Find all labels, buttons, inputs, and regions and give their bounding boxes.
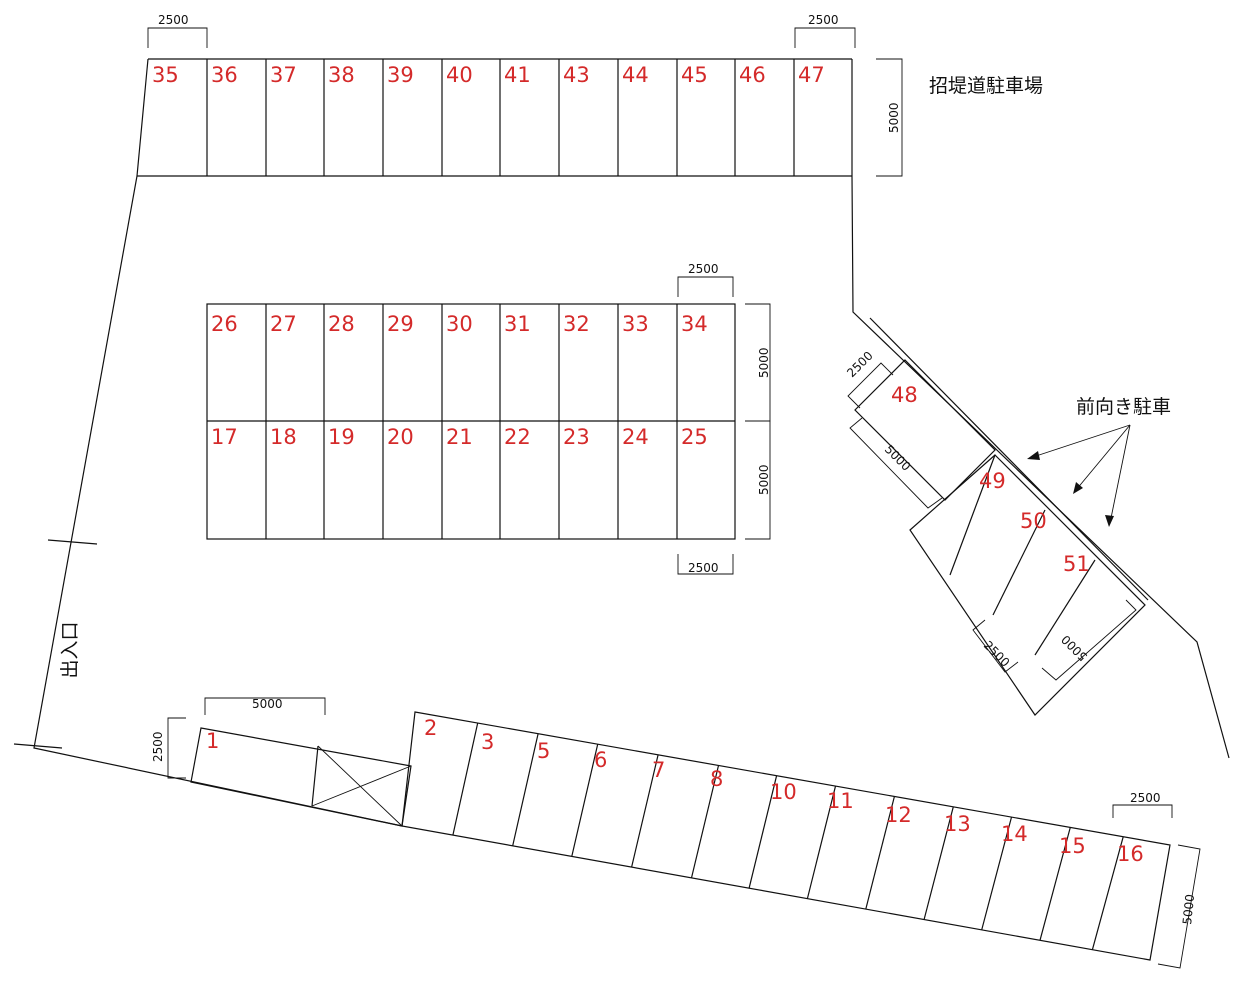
dimension-marks	[147, 27, 1201, 969]
stall-divider	[631, 754, 659, 868]
dim-stall1-width: 2500	[151, 731, 165, 762]
bottom-left-area	[190, 727, 412, 827]
stall-number-23: 23	[563, 425, 590, 449]
stall-number-46: 46	[739, 63, 766, 87]
diagonal-stall-block	[854, 317, 1149, 716]
stall-number-8: 8	[710, 767, 723, 791]
dim-bottom-width: 2500	[1130, 791, 1161, 805]
stall-number-38: 38	[328, 63, 355, 87]
stall-number-27: 27	[270, 312, 297, 336]
stall-number-40: 40	[446, 63, 473, 87]
stall-divider	[512, 733, 539, 846]
stall-number-30: 30	[446, 312, 473, 336]
stall-number-21: 21	[446, 425, 473, 449]
stall-number-5: 5	[537, 739, 550, 763]
entrance-label: 出入口	[59, 621, 81, 678]
stall-divider	[1091, 836, 1124, 950]
stall-divider	[690, 765, 720, 879]
stall-number-15: 15	[1059, 834, 1086, 858]
dim-mid-depth-lower: 5000	[757, 464, 771, 495]
stall-divider	[748, 775, 778, 889]
stall-number-26: 26	[211, 312, 238, 336]
stall-number-12: 12	[885, 803, 912, 827]
stall-number-47: 47	[798, 63, 825, 87]
dim-diag-depth-bottom: 5000	[1059, 632, 1090, 663]
stall-number-22: 22	[504, 425, 531, 449]
stall-number-18: 18	[270, 425, 297, 449]
dim-top-right: 2500	[808, 13, 839, 27]
dim-diag-width-bottom: 2500	[981, 638, 1012, 669]
stall-number-39: 39	[387, 63, 414, 87]
stall-number-33: 33	[622, 312, 649, 336]
stall-number-6: 6	[594, 748, 607, 772]
stall-number-17: 17	[211, 425, 238, 449]
stall-number-35: 35	[152, 63, 179, 87]
stall-number-49: 49	[979, 469, 1006, 493]
dim-diag-depth-top: 5000	[882, 442, 913, 473]
stall-number-25: 25	[681, 425, 708, 449]
stall-divider	[1039, 827, 1071, 941]
stall-number-44: 44	[622, 63, 649, 87]
dim-top-left: 2500	[158, 13, 189, 27]
lot-title: 招堤道駐車場	[929, 75, 1043, 97]
forward-parking-arrows	[1027, 424, 1131, 527]
stall-number-45: 45	[681, 63, 708, 87]
dim-mid-depth-upper: 5000	[757, 347, 771, 378]
stall-number-10: 10	[770, 780, 797, 804]
stall-divider	[981, 816, 1013, 931]
dim-mid-width-top: 2500	[688, 262, 719, 276]
dim-top-depth: 5000	[887, 102, 901, 133]
stall-number-2: 2	[424, 716, 437, 740]
entrance-markers	[13, 539, 98, 749]
stall-number-50: 50	[1020, 509, 1047, 533]
stall-number-16: 16	[1117, 842, 1144, 866]
stall-divider	[571, 744, 599, 857]
stall-number-29: 29	[387, 312, 414, 336]
stall-divider	[452, 722, 479, 836]
dim-diag-width-top: 2500	[844, 349, 875, 380]
forward-parking-label: 前向き駐車	[1076, 396, 1171, 418]
middle-stall-block	[206, 303, 736, 540]
stall-number-34: 34	[681, 312, 708, 336]
stall-number-14: 14	[1001, 822, 1028, 846]
stall-divider	[865, 796, 895, 910]
stall-number-13: 13	[944, 812, 971, 836]
stall-number-48: 48	[891, 383, 918, 407]
stall-number-36: 36	[211, 63, 238, 87]
bottom-stall-row	[401, 711, 1171, 961]
stall-number-37: 37	[270, 63, 297, 87]
stall-number-24: 24	[622, 425, 649, 449]
stall-number-11: 11	[827, 789, 854, 813]
stall-number-1: 1	[206, 729, 219, 753]
stall-number-28: 28	[328, 312, 355, 336]
top-stall-row	[136, 58, 853, 177]
stall-number-43: 43	[563, 63, 590, 87]
stall-divider	[806, 785, 837, 899]
dim-bottom-depth: 5000	[1180, 893, 1197, 925]
stall-number-41: 41	[504, 63, 531, 87]
stall-number-19: 19	[328, 425, 355, 449]
stall-number-51: 51	[1063, 552, 1090, 576]
dim-mid-width-bottom: 2500	[688, 561, 719, 575]
stall-number-32: 32	[563, 312, 590, 336]
stall-number-7: 7	[652, 758, 665, 782]
stall-number-31: 31	[504, 312, 531, 336]
dim-stall1-length: 5000	[252, 697, 283, 711]
stall-divider	[923, 806, 954, 920]
stall-number-20: 20	[387, 425, 414, 449]
stall-number-3: 3	[481, 730, 494, 754]
